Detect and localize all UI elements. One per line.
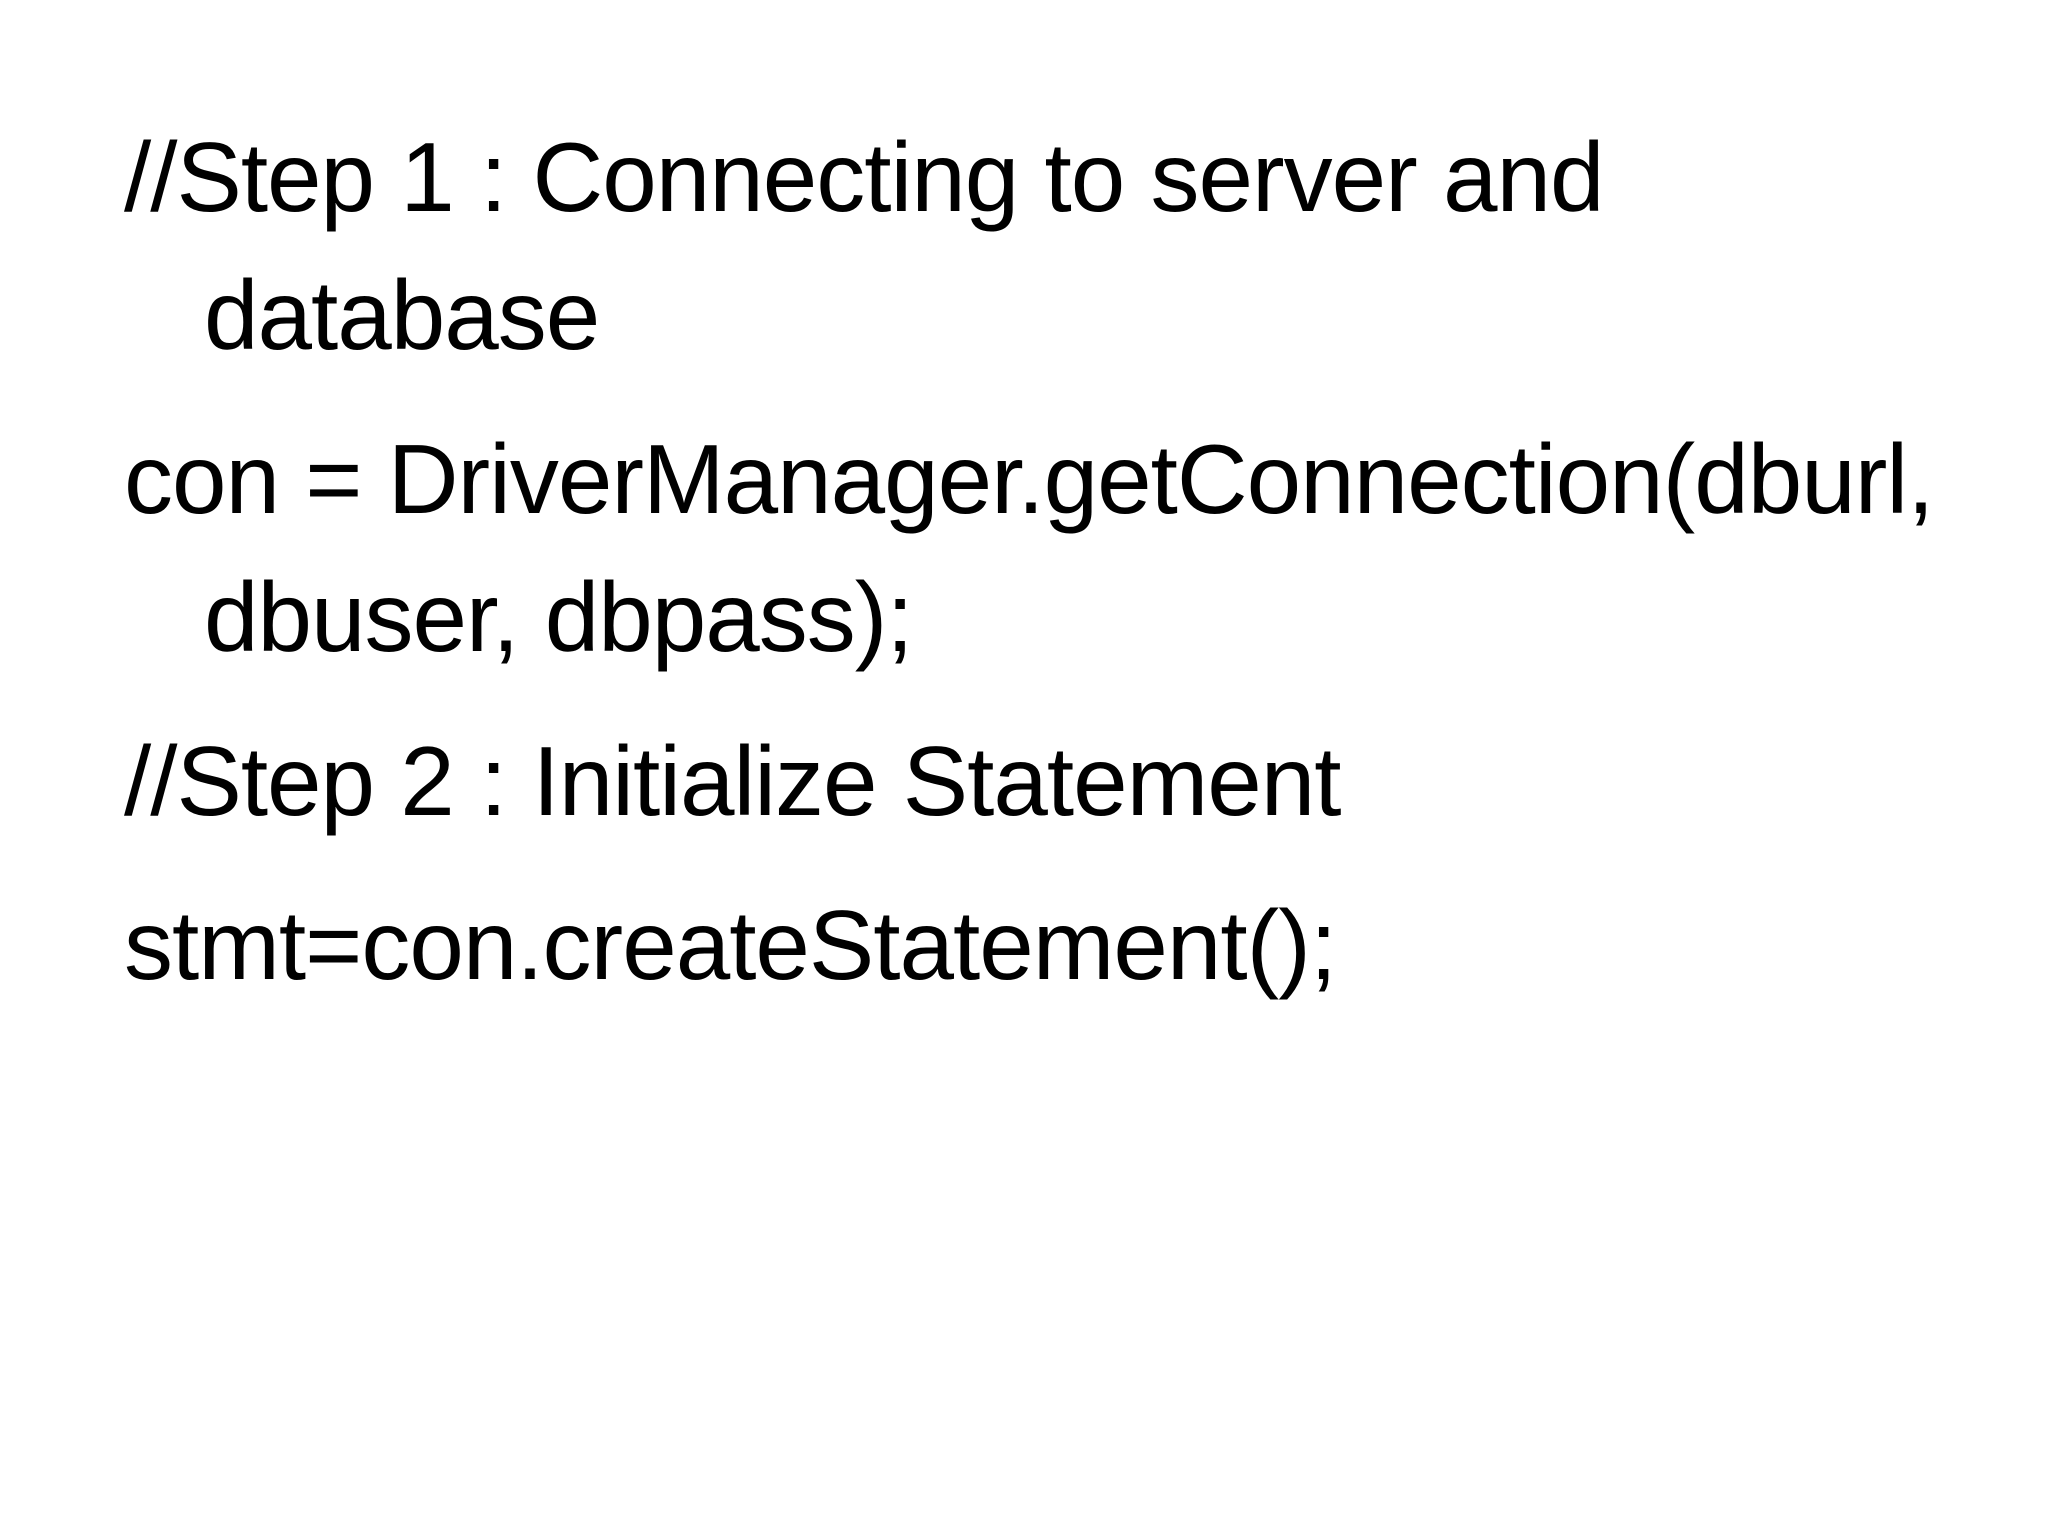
code-create-statement: stmt=con.createStatement(); (124, 890, 1337, 1000)
comment-step-1: //Step 1 : Connecting to server and data… (124, 122, 1604, 370)
comment-step-2: //Step 2 : Initialize Statement (124, 726, 1341, 836)
slide-body: //Step 1 : Connecting to server and data… (124, 108, 1984, 1040)
code-get-connection: con = DriverManager.getConnection(dburl,… (124, 424, 1934, 672)
